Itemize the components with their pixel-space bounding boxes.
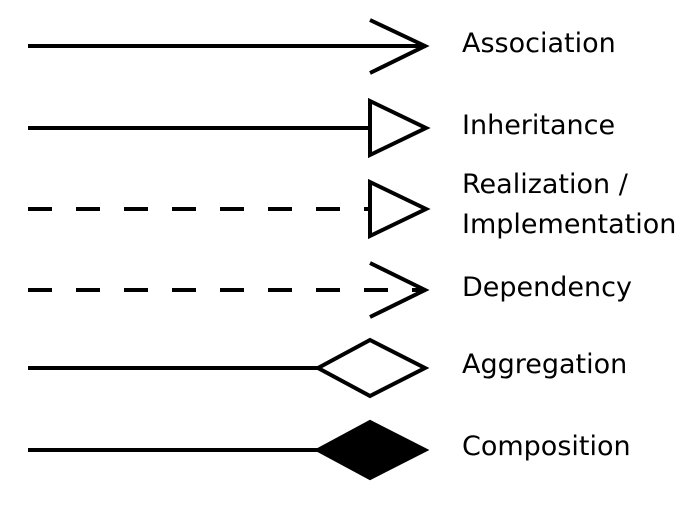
realization-arrow xyxy=(28,178,431,240)
composition-arrow xyxy=(28,419,430,481)
aggregation-label: Aggregation xyxy=(462,349,628,380)
hollow-triangle-icon xyxy=(368,97,431,159)
hollow-triangle-icon xyxy=(368,178,431,240)
open-arrowhead-icon xyxy=(369,261,430,319)
dependency-arrow xyxy=(28,261,430,319)
realization-label: Realization / xyxy=(462,169,628,200)
hollow-diamond-icon xyxy=(313,337,430,399)
association-arrow xyxy=(28,18,430,75)
dependency-label: Dependency xyxy=(462,272,632,303)
inheritance-arrow xyxy=(28,97,431,159)
filled-diamond-icon xyxy=(313,419,430,481)
association-label: Association xyxy=(462,28,616,59)
open-arrowhead-icon xyxy=(369,18,430,75)
inheritance-label: Inheritance xyxy=(462,110,616,141)
aggregation-arrow xyxy=(28,337,430,399)
implementation-label: Implementation xyxy=(462,209,677,240)
composition-label: Composition xyxy=(462,431,631,462)
